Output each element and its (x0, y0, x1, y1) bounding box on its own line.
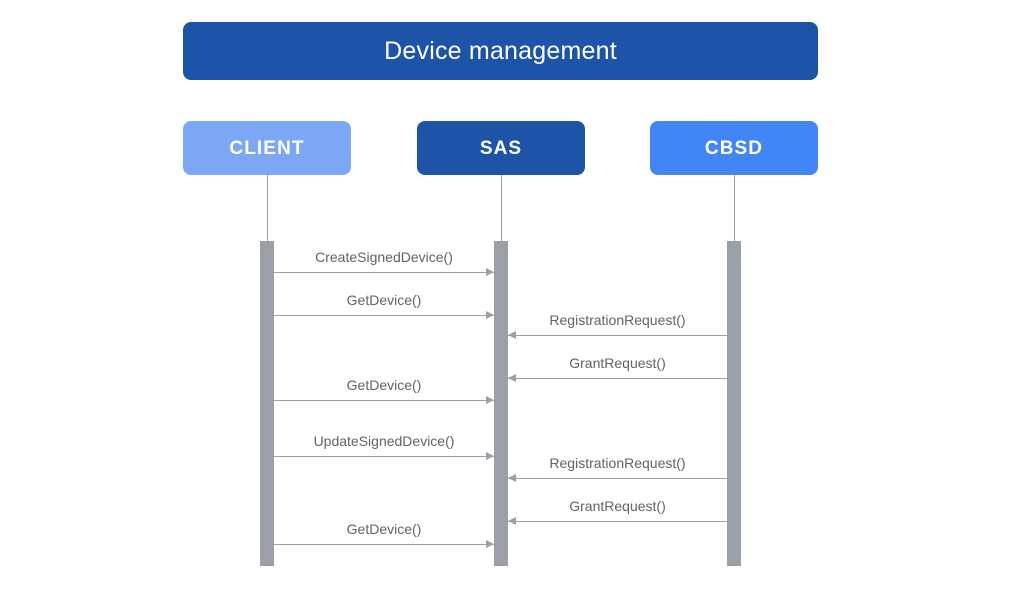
participant-header-sas[interactable]: SAS (417, 121, 585, 175)
message-line (274, 272, 494, 273)
arrow-head-icon (508, 517, 516, 525)
message-label: GetDevice() (346, 521, 422, 537)
message-label: GetDevice() (346, 292, 422, 308)
message-line (274, 400, 494, 401)
arrow-head-icon (486, 396, 494, 404)
arrow-head-icon (508, 331, 516, 339)
participant-label-cbsd: CBSD (704, 137, 764, 159)
message-label: RegistrationRequest() (549, 455, 686, 471)
message-label: CreateSignedDevice() (315, 249, 453, 265)
lifeline-client (267, 175, 268, 241)
message-line (508, 335, 727, 336)
participant-header-client[interactable]: CLIENT (183, 121, 351, 175)
activation-bar-client (260, 241, 274, 566)
diagram-title-bar: Device management (183, 22, 818, 80)
arrow-head-icon (486, 311, 494, 319)
lifeline-cbsd (734, 175, 735, 241)
page-title: Device management (384, 36, 617, 65)
arrow-head-icon (486, 452, 494, 460)
message-label: GetDevice() (346, 377, 422, 393)
message-line (508, 478, 727, 479)
arrow-head-icon (486, 540, 494, 548)
message-line (508, 378, 727, 379)
arrow-head-icon (508, 474, 516, 482)
activation-bar-cbsd (727, 241, 741, 566)
activation-bar-sas (494, 241, 508, 566)
participant-label-sas: SAS (479, 137, 523, 159)
lifeline-sas (501, 175, 502, 241)
message-line (508, 521, 727, 522)
message-label: GrantRequest() (569, 355, 666, 371)
message-label: GrantRequest() (569, 498, 666, 514)
participant-label-client: CLIENT (229, 137, 305, 159)
message-label: UpdateSignedDevice() (313, 433, 455, 449)
message-line (274, 544, 494, 545)
arrow-head-icon (486, 268, 494, 276)
participant-header-cbsd[interactable]: CBSD (650, 121, 818, 175)
message-line (274, 315, 494, 316)
arrow-head-icon (508, 374, 516, 382)
message-label: RegistrationRequest() (549, 312, 686, 328)
message-line (274, 456, 494, 457)
